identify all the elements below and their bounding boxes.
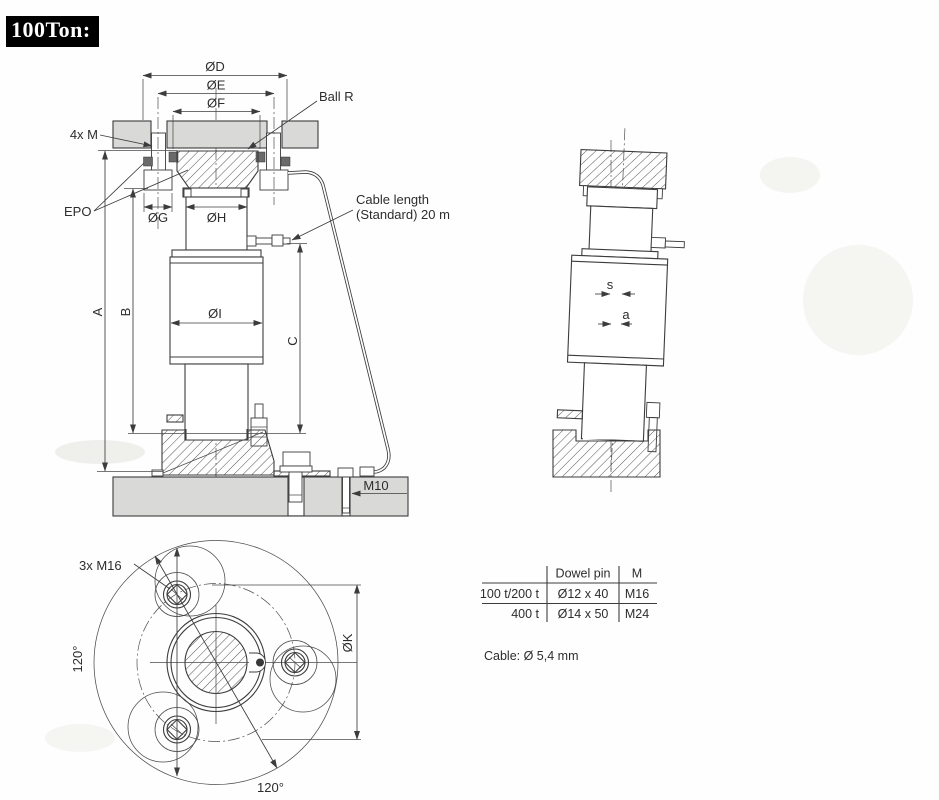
table-row: 400 t Ø14 x 50 M24 xyxy=(511,607,649,621)
dim-a-label: A xyxy=(90,307,105,316)
callout-cable-length: Cable length (Standard) 20 m xyxy=(291,192,450,241)
epo-seals xyxy=(143,151,291,167)
dim-k-label: ØK xyxy=(340,633,355,652)
table-header-dowel-pin: Dowel pin xyxy=(556,567,611,581)
m10-label: M10 xyxy=(363,478,388,493)
front-section-view: ØD ØE ØF ØG ØH xyxy=(64,59,450,517)
m10-bolt xyxy=(337,467,354,514)
dim-h-label: ØH xyxy=(207,210,227,225)
callout-ball-r: Ball R xyxy=(247,89,354,150)
dim-i-label: ØI xyxy=(208,306,222,321)
angle-bottom: 120° xyxy=(253,779,289,795)
callout-m10: M10 xyxy=(351,478,407,497)
row1-m: M16 xyxy=(625,587,649,601)
dimension-f: ØF xyxy=(172,96,261,149)
dim-b-label: B xyxy=(118,308,133,317)
cable-connector xyxy=(246,234,291,247)
callout-bolts: 4x M xyxy=(70,127,153,148)
table-row: 100 t/200 t Ø12 x 40 M16 xyxy=(480,587,649,601)
cable-clamp xyxy=(359,466,375,477)
dimension-d: ØD xyxy=(142,59,288,120)
dim-f-label: ØF xyxy=(207,96,225,111)
callout-epo: EPO xyxy=(64,162,189,219)
angle-chords xyxy=(154,547,278,777)
cable-length-label-2: (Standard) 20 m xyxy=(356,207,450,222)
scan-artifacts xyxy=(45,157,913,752)
cable-length-label-1: Cable length xyxy=(356,192,429,207)
ball-r-label: Ball R xyxy=(319,89,354,104)
foundation-plate xyxy=(112,476,409,517)
row1-variant: 100 t/200 t xyxy=(480,587,540,601)
m16-bolt-bottom xyxy=(154,707,200,752)
row1-dowel-pin: Ø12 x 40 xyxy=(558,587,609,601)
callout-m16: 3x M16 xyxy=(79,558,171,590)
angle-bottom-label: 120° xyxy=(257,780,284,795)
m16-bolt-right xyxy=(272,640,318,685)
m16-bolt-top xyxy=(154,572,200,617)
table-header-m: M xyxy=(632,567,642,581)
base-pocket xyxy=(151,429,331,477)
load-cell-body xyxy=(169,249,264,365)
top-plate xyxy=(112,120,319,149)
dimension-i: ØI xyxy=(170,306,263,326)
lower-column xyxy=(184,363,249,441)
m16-callout-label: 3x M16 xyxy=(79,558,122,573)
flange-lobes xyxy=(127,545,337,763)
cable-dot xyxy=(256,658,264,667)
dim-g-label: ØG xyxy=(148,210,168,225)
dim-s-label: s xyxy=(607,277,614,292)
plan-view: 3x M16 120° 120° ØK xyxy=(70,540,361,795)
dimension-g: ØG xyxy=(143,193,173,225)
dimension-e: ØE xyxy=(157,78,275,97)
dim-a-side-label: a xyxy=(622,307,630,322)
dimension-a: A xyxy=(90,150,177,472)
side-top-block xyxy=(579,148,668,190)
side-view-tilted: s a xyxy=(552,128,685,495)
spec-table: Dowel pin M 100 t/200 t Ø12 x 40 M16 400… xyxy=(480,566,657,663)
angle-left-label: 120° xyxy=(70,646,85,673)
dim-c-label: C xyxy=(285,336,300,345)
side-base-pocket xyxy=(552,429,661,478)
row2-dowel-pin: Ø14 x 50 xyxy=(558,607,609,621)
side-cell-assembly xyxy=(556,128,685,470)
row2-variant: 400 t xyxy=(511,607,539,621)
m16-bolts xyxy=(154,572,318,752)
anchor-bolt xyxy=(279,451,313,503)
dim-e-label: ØE xyxy=(207,78,226,93)
row2-m: M24 xyxy=(625,607,649,621)
side-body xyxy=(566,254,669,367)
dimension-b: B xyxy=(118,188,148,434)
dimension-s: s xyxy=(595,277,635,297)
mounting-bolts xyxy=(143,97,289,232)
dimension-a-side: a xyxy=(598,307,632,327)
cable-note: Cable: Ø 5,4 mm xyxy=(484,649,578,663)
cable-run xyxy=(287,170,391,477)
dimension-k: ØK xyxy=(212,584,361,741)
page-title: 100Ton: xyxy=(6,16,99,47)
dimension-h: ØH xyxy=(185,204,248,225)
bolt-callout-label: 4x M xyxy=(70,127,98,142)
side-cable-connector xyxy=(650,236,667,249)
epo-callout-label: EPO xyxy=(64,204,91,219)
dim-d-label: ØD xyxy=(205,59,225,74)
dimension-c: C xyxy=(128,243,307,434)
load-cap-section xyxy=(176,150,259,189)
